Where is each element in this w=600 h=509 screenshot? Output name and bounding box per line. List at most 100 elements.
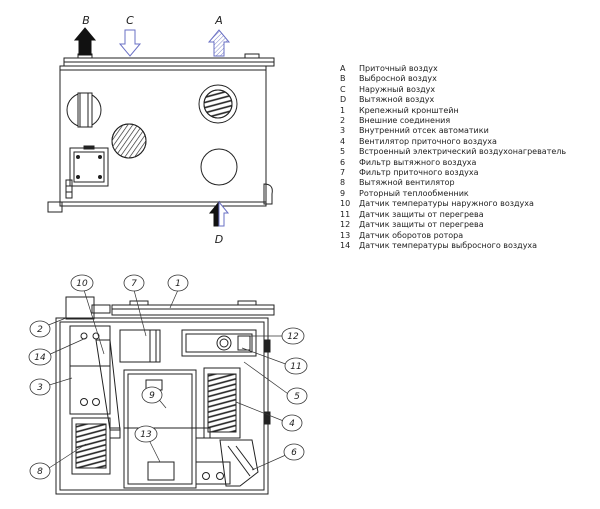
legend-key: 13 (340, 230, 351, 240)
casing (55, 317, 269, 495)
legend-key: B (340, 74, 346, 84)
legend-text: Внутренний отсек автоматики (359, 126, 489, 136)
electric-heater (181, 329, 257, 357)
legend-item: 3 Внутренний отсек автоматики (340, 126, 566, 136)
legend-text: Внешние соединения (359, 116, 451, 126)
supply-air-opening (198, 84, 238, 124)
legend-key: 3 (340, 126, 346, 136)
legend-item: 5 Встроенный электрический воздухонагрева… (340, 147, 566, 157)
legend-text: Выбросной воздух (359, 74, 437, 84)
rotary-heat-exchanger (123, 369, 197, 489)
legend-text: Вытяжной вентилятор (359, 178, 455, 188)
flow-marker-labels: B C A D (82, 14, 223, 246)
marker-c: C (126, 14, 134, 27)
legend-text: Фильтр приточного воздуха (359, 168, 479, 178)
legend-key: D (340, 95, 347, 105)
legend-item: 4 Вентилятор приточного воздуха (340, 137, 566, 147)
legend-key: C (340, 84, 346, 94)
callout-7: 7 (123, 274, 145, 292)
svg-text:10: 10 (76, 279, 88, 289)
legend-item: 7 Фильтр приточного воздуха (340, 168, 566, 178)
outdoor-air-arrow (118, 29, 142, 57)
extract-filter (219, 439, 259, 487)
callout-12: 12 (281, 327, 305, 345)
legend-item: 1 Крепежный кронштейн (340, 106, 566, 116)
svg-text:2: 2 (37, 325, 43, 335)
extract-air-opening (200, 148, 238, 186)
legend-key: 6 (340, 157, 346, 167)
legend-text: Вентилятор приточного воздуха (359, 136, 497, 146)
legend-key: 11 (340, 209, 351, 219)
callout-13: 13 (134, 425, 158, 443)
automation-compartment (69, 365, 111, 415)
svg-text:1: 1 (175, 279, 181, 289)
control-box (69, 147, 109, 187)
svg-text:7: 7 (131, 279, 137, 289)
callout-leaders (45, 289, 292, 471)
svg-text:5: 5 (294, 392, 300, 402)
legend-item: 10 Датчик температуры наружного воздуха (340, 199, 566, 209)
legend-item: B Выбросной воздух (340, 74, 566, 84)
unit-body (59, 65, 267, 207)
legend-item: A Приточный воздух (340, 64, 566, 74)
callout-1: 1 (167, 274, 189, 292)
marker-d: D (215, 233, 223, 246)
callout-8: 8 (29, 462, 51, 480)
svg-text:12: 12 (287, 332, 299, 342)
supply-fan (203, 367, 241, 439)
legend-item: 14 Датчик температуры выбросного воздуха (340, 241, 566, 251)
legend-item: 12 Датчик защиты от перегрева (340, 220, 566, 230)
legend-text: Датчик температуры наружного воздуха (359, 199, 534, 209)
legend-text: Датчик защиты от перегрева (359, 220, 484, 230)
flow-arrows (73, 27, 231, 227)
legend-key: A (340, 64, 346, 73)
legend-key: 7 (340, 168, 346, 178)
callouts: 1 2 3 4 5 6 7 8 9 10 11 12 13 14 (28, 274, 308, 480)
legend-text: Приточный воздух (359, 64, 438, 73)
legend-key: 14 (340, 240, 351, 250)
legend-key: 5 (340, 147, 346, 157)
legend-key: 2 (340, 116, 346, 126)
callout-3: 3 (29, 378, 51, 396)
callout-4: 4 (281, 414, 303, 432)
legend-key: 1 (340, 105, 346, 115)
legend-key: 9 (340, 188, 346, 198)
svg-text:11: 11 (290, 362, 301, 372)
callout-9: 9 (141, 386, 163, 404)
marker-a: A (214, 14, 223, 27)
legend-text: Датчик температуры выбросного воздуха (359, 240, 538, 250)
supply-air-arrow (207, 29, 231, 57)
legend-text: Вытяжной воздух (359, 95, 435, 105)
front-view (47, 53, 275, 213)
legend-item: C Наружный воздух (340, 85, 566, 95)
legend-key: 4 (340, 136, 346, 146)
callout-11: 11 (284, 357, 308, 375)
callout-10: 10 (70, 274, 94, 292)
exhaust-fan (71, 417, 111, 475)
legend-text: Встроенный электрический воздухонагреват… (359, 147, 567, 157)
legend-key: 10 (340, 199, 351, 209)
exhaust-air-arrow (73, 27, 97, 56)
callout-6: 6 (283, 443, 305, 461)
svg-text:13: 13 (140, 430, 152, 440)
supply-filter (119, 329, 161, 363)
legend-text: Крепежный кронштейн (359, 105, 459, 115)
legend-item: 2 Внешние соединения (340, 116, 566, 126)
legend-text: Наружный воздух (359, 84, 436, 94)
svg-text:14: 14 (34, 353, 46, 363)
svg-text:8: 8 (37, 467, 43, 477)
callout-2: 2 (29, 320, 51, 338)
rotor-speed-sensor-box (147, 461, 175, 481)
extract-air-arrow (208, 200, 220, 227)
legend-key: 12 (340, 220, 351, 230)
callout-5: 5 (286, 387, 308, 405)
svg-text:4: 4 (289, 419, 295, 429)
internal-view (55, 296, 275, 495)
marker-b: B (82, 14, 90, 27)
mounting-bracket (111, 304, 275, 316)
